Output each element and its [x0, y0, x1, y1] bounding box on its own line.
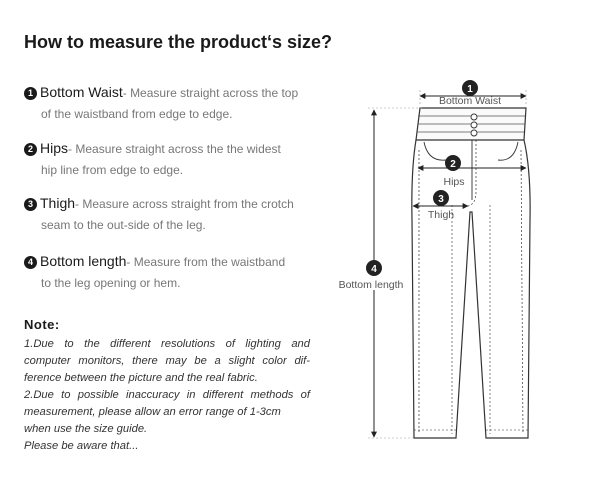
note-line: Please be aware that...	[24, 440, 139, 452]
measure-name: Thigh	[40, 195, 76, 211]
thigh-measure: 3 Thigh	[412, 190, 469, 221]
number-badge: 4	[24, 256, 37, 269]
page-title: How to measure the product‘s size?	[24, 32, 333, 52]
length-measure: 4 Bottom length	[339, 107, 422, 439]
pants-diagram: 1 Bottom Waist 2 Hips 3 Thigh 4 Bottom l…	[339, 80, 531, 439]
thigh-label: Thigh	[428, 209, 454, 221]
note-line: ference between the picture and the real…	[24, 372, 258, 384]
hips-measure: 2 Hips	[417, 155, 527, 188]
note-line: 2.Due to possible inaccuracy in differen…	[24, 389, 310, 401]
measure-desc-cont: hip line from edge to edge.	[41, 163, 184, 177]
measure-desc: - Measure from the waistband	[126, 255, 286, 269]
waist-measure: 1 Bottom Waist	[419, 80, 527, 107]
measure-desc: - Measure straight across the top	[122, 86, 299, 100]
note-line: computer monitors, there may be a slight…	[24, 355, 310, 367]
measure-desc-cont: of the waistband from edge to edge.	[41, 107, 233, 121]
measure-desc-cont: seam to the out-side of the leg.	[41, 218, 206, 232]
badge-4	[366, 260, 382, 276]
number-badge: 2	[24, 143, 37, 156]
note-line: measurement, please allow an error range…	[24, 406, 281, 418]
length-label: Bottom length	[339, 279, 404, 291]
note-line: when use the size guide.	[24, 423, 148, 435]
note-title: Note:	[24, 317, 60, 332]
hips-label: Hips	[443, 176, 464, 188]
waist-buttons	[470, 113, 478, 137]
badge-2-text: 2	[450, 159, 456, 170]
waist-label: Bottom Waist	[439, 95, 501, 107]
pants-outline	[411, 107, 531, 439]
badge-2	[445, 155, 461, 171]
measure-name: Hips	[40, 140, 69, 156]
badge-3	[433, 190, 449, 206]
badge-4-text: 4	[371, 264, 377, 275]
measure-desc: - Measure straight across the the widest	[68, 142, 281, 156]
badge-1-text: 1	[467, 84, 473, 95]
badge-3-text: 3	[438, 194, 444, 205]
note-line: 1.Due to the different resolutions of li…	[24, 338, 310, 350]
badge-1	[462, 80, 478, 96]
number-badge: 1	[24, 87, 37, 100]
measure-name: Bottom Waist	[40, 84, 123, 100]
measure-name: Bottom length	[40, 253, 127, 269]
number-badge: 3	[24, 198, 37, 211]
measure-desc: - Measure across straight from the crotc…	[75, 197, 294, 211]
measure-desc-cont: to the leg opening or hem.	[41, 276, 181, 290]
